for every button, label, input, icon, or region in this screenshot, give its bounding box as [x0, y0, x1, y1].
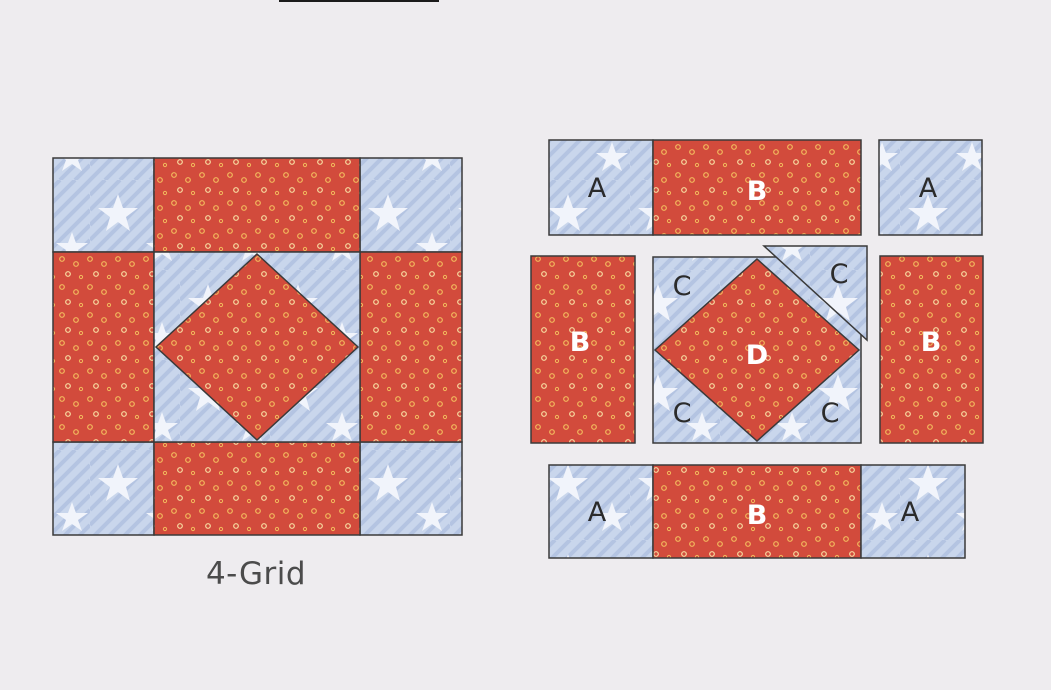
label-a-bottom-left: A — [588, 497, 607, 528]
label-a-top-left: A — [588, 173, 607, 204]
red-rect-top — [154, 158, 360, 252]
label-c-detached: C — [830, 259, 849, 290]
label-a-bottom-right: A — [901, 497, 920, 528]
red-rect-bottom — [154, 442, 360, 535]
label-c-bottom-left: C — [673, 398, 692, 429]
red-rect-left — [53, 252, 154, 442]
label-c-top-left: C — [673, 271, 692, 302]
red-rect-right — [360, 252, 462, 442]
assembled-block — [53, 158, 462, 535]
corner-square-top-left — [53, 158, 154, 252]
label-b-top: B — [747, 176, 768, 207]
corner-square-bottom-right — [360, 442, 462, 535]
label-c-bottom-right: C — [821, 398, 840, 429]
label-b-left: B — [570, 327, 591, 358]
label-a-top-right: A — [919, 173, 938, 204]
corner-square-top-right — [360, 158, 462, 252]
label-b-right: B — [921, 327, 942, 358]
corner-square-bottom-left — [53, 442, 154, 535]
label-d: D — [746, 340, 768, 371]
block-caption: 4-Grid — [150, 556, 362, 592]
label-b-bottom: B — [747, 500, 768, 531]
